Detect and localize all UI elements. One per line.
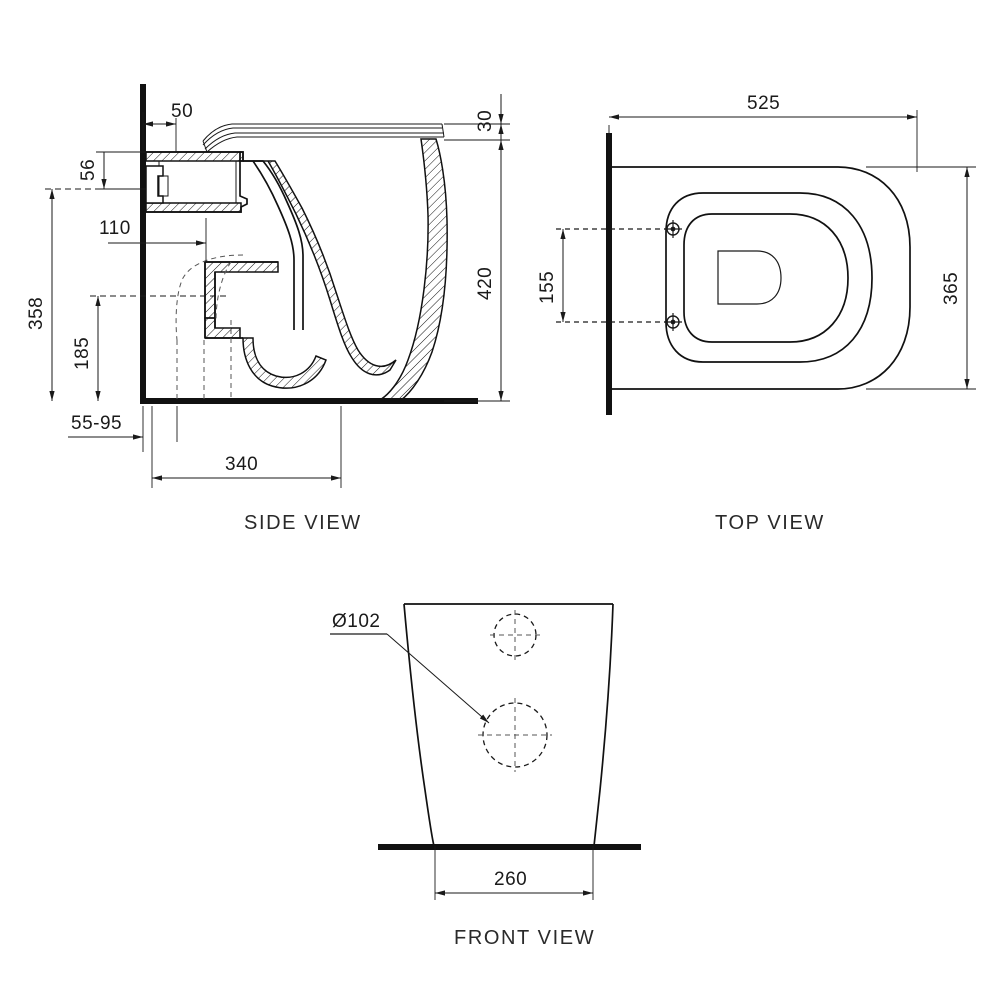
side-view-group: 50 56 110 358 — [26, 84, 510, 534]
front-right-edge — [593, 603, 614, 847]
dim-label-110: 110 — [99, 218, 131, 239]
front-upper-hole — [490, 610, 540, 660]
side-dim-55-95: 55-95 — [68, 406, 178, 452]
top-flush-opening — [717, 250, 782, 305]
dim-label-185: 185 — [72, 337, 93, 370]
side-dim-110: 110 — [99, 218, 207, 262]
side-trap-outlet — [204, 261, 279, 339]
side-view-label: SIDE VIEW — [244, 512, 362, 534]
top-fixing-bolt-upper — [556, 220, 682, 238]
front-dim-260: 260 — [434, 846, 594, 900]
side-dim-50: 50 — [142, 101, 193, 152]
side-hidden-outlet — [175, 254, 244, 401]
dim-label-340: 340 — [225, 454, 258, 475]
top-view-label: TOP VIEW — [715, 512, 825, 534]
dim-label-420: 420 — [475, 267, 496, 300]
top-dim-525: 525 — [608, 93, 918, 172]
side-bowl-inner-curve — [243, 160, 304, 330]
front-view-group: Ø102 260 FRONT VIEW — [330, 603, 641, 949]
dim-label-56: 56 — [78, 159, 99, 181]
top-dim-155: 155 — [537, 229, 566, 322]
dim-label-55-95: 55-95 — [71, 413, 122, 434]
side-dim-358: 358 — [26, 188, 146, 401]
side-trap-bend — [242, 337, 327, 389]
front-dim-d102-leader: Ø102 — [330, 611, 490, 724]
dim-label-d102: Ø102 — [332, 611, 380, 632]
side-dim-185: 185 — [72, 295, 226, 401]
dim-label-358: 358 — [26, 297, 47, 330]
top-rim-outline — [665, 192, 873, 363]
front-left-edge — [403, 603, 435, 847]
dim-label-50: 50 — [171, 101, 193, 122]
dim-label-260: 260 — [494, 869, 527, 890]
dim-label-525: 525 — [747, 93, 780, 114]
top-bowl-outline — [612, 166, 911, 390]
side-seat-profile — [202, 123, 445, 153]
dim-label-30: 30 — [475, 110, 496, 132]
side-bowl-section — [243, 138, 448, 402]
top-bowl-inner-opening — [683, 213, 849, 343]
side-dim-420: 420 — [444, 124, 510, 402]
dim-label-155: 155 — [537, 271, 558, 304]
side-dim-30: 30 — [444, 94, 510, 170]
top-view-group: 525 365 155 TOP VIEW — [537, 93, 976, 534]
side-rim-section — [145, 151, 248, 213]
side-dim-340: 340 — [151, 406, 342, 488]
front-waste-outlet-hole — [478, 698, 552, 772]
top-dim-365: 365 — [866, 166, 976, 390]
side-dim-56: 56 — [78, 151, 146, 190]
front-view-label: FRONT VIEW — [454, 927, 595, 949]
top-fixing-bolt-lower — [556, 313, 682, 331]
dim-label-365: 365 — [941, 272, 962, 305]
